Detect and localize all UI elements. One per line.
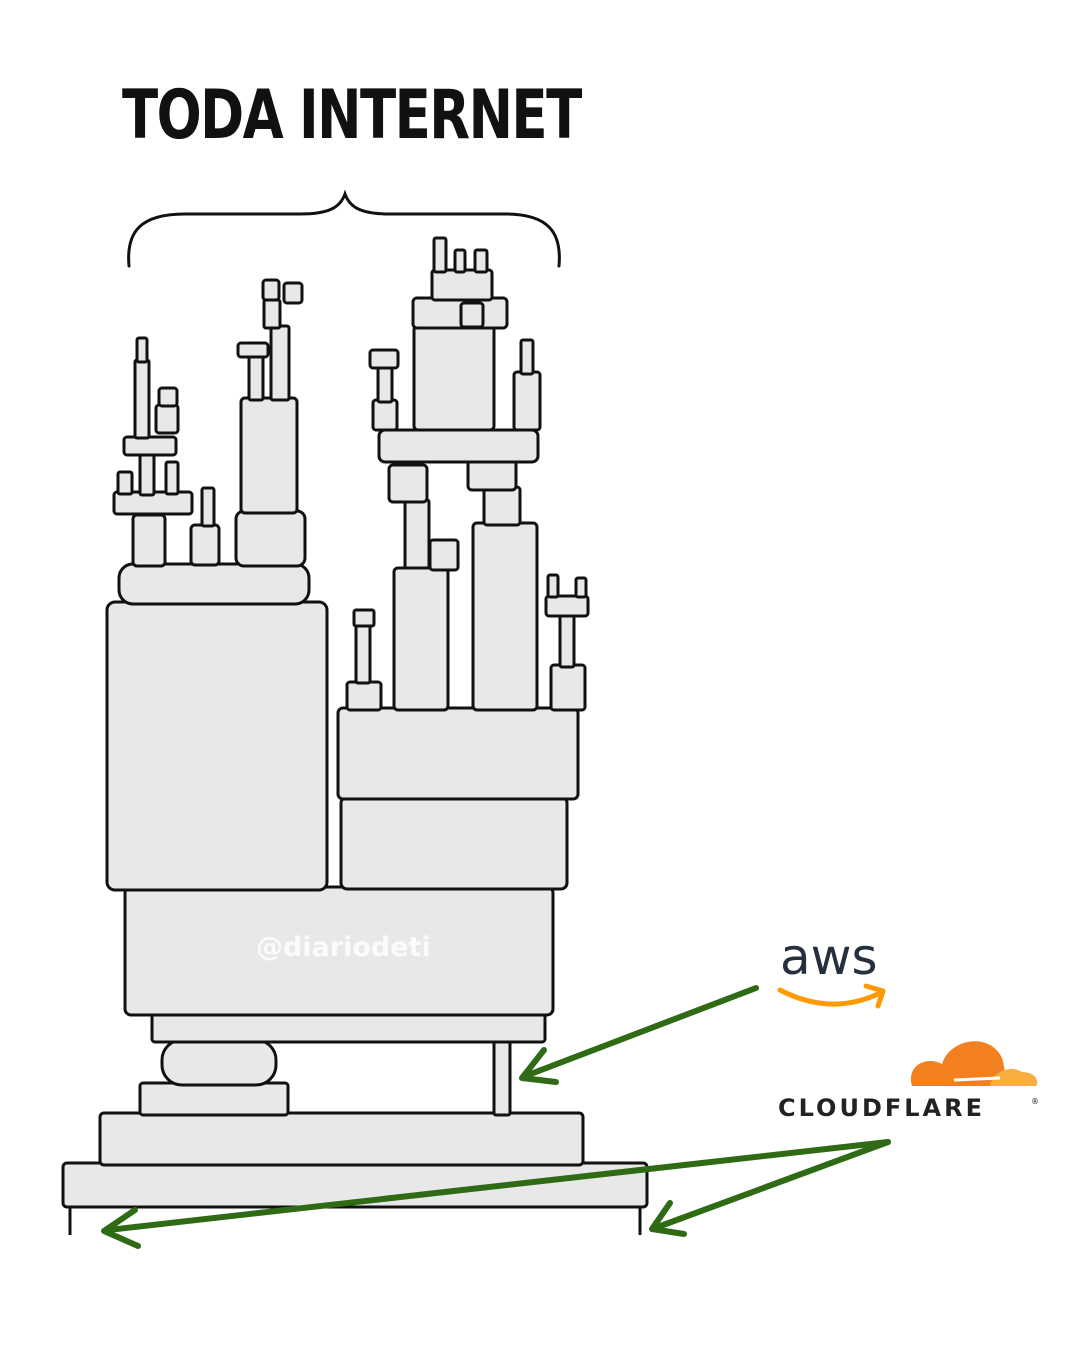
block-lower-beam — [150, 1011, 547, 1044]
block-base-slab — [98, 1111, 585, 1167]
block-right-cap-a — [432, 236, 448, 274]
block-right-tall-b — [471, 521, 539, 712]
block-tower — [61, 236, 649, 1235]
block-right-side-cap — [544, 594, 590, 618]
block-right-small-cube — [345, 680, 383, 712]
block-big-base — [123, 885, 555, 1017]
block-right-upper — [336, 706, 580, 801]
cloudflare-arrow-right-head — [649, 1200, 687, 1237]
block-right-cube-c — [387, 463, 429, 504]
block-left-small-a — [116, 470, 134, 496]
block-center-top-b — [282, 281, 304, 305]
curly-brace — [127, 189, 561, 268]
block-right-side-mast — [558, 613, 576, 669]
block-right-cap-b — [453, 248, 467, 274]
block-left-small-b — [164, 460, 180, 496]
block-right-tower-caps — [430, 268, 494, 302]
block-left-mast-tip — [135, 336, 149, 364]
block-right-left-post — [371, 398, 399, 432]
block-left-leg-a — [131, 513, 167, 568]
block-right-slim — [403, 498, 431, 570]
block-center-top-c — [261, 278, 281, 302]
block-right-box-top-sq — [459, 301, 485, 329]
block-right-tower-top — [482, 485, 522, 527]
block-left-cube-a — [154, 403, 180, 435]
block-left-mast — [133, 358, 151, 440]
block-large-left — [105, 600, 329, 892]
block-right-left-post-top — [368, 348, 400, 370]
block-right-small-post — [354, 623, 372, 685]
block-left-cap — [117, 562, 311, 606]
cloudflare-registered-mark: ® — [1031, 1097, 1039, 1106]
block-right-lower — [339, 795, 569, 891]
block-left-bar — [122, 435, 178, 457]
block-right-side-box-tip — [519, 338, 535, 376]
cloudflare-arrow-right-line — [652, 1139, 891, 1231]
aws-arrow-line — [525, 985, 759, 1078]
block-center-tower — [239, 396, 299, 515]
block-center-top-a — [262, 298, 282, 330]
page-title: TODA INTERNET — [122, 76, 582, 155]
arrows — [101, 985, 891, 1249]
block-right-small-top — [352, 608, 376, 628]
block-right-pedestal — [466, 458, 518, 492]
watermark: @diariodeti — [256, 932, 431, 963]
block-right-side-box — [512, 370, 542, 432]
block-right-side-tip-b — [574, 576, 588, 599]
block-left-post — [189, 523, 221, 567]
aws-logo-text: aws — [780, 928, 878, 986]
cloudflare-logo-text: CLOUDFLARE — [778, 1094, 985, 1122]
cloudflare-arrow-left-head — [101, 1207, 141, 1249]
block-center-cap — [236, 341, 270, 359]
block-center-drum — [234, 509, 307, 568]
block-right-tall-a — [392, 566, 450, 712]
block-right-square-a — [428, 538, 460, 572]
aws-arrowhead — [519, 1047, 559, 1085]
block-right-cap-c — [473, 248, 489, 274]
block-left-post-top — [200, 486, 216, 528]
block-left-tiny-post — [138, 453, 156, 497]
block-right-square-box — [412, 324, 496, 432]
block-right-side-tip-a — [546, 573, 560, 599]
block-small-step — [138, 1081, 290, 1117]
block-right-platform — [377, 428, 540, 464]
amazon-smile-arrow-icon — [777, 983, 886, 1009]
cloudflare-arrow-left-line — [105, 1139, 891, 1233]
block-center-post-b — [269, 324, 291, 402]
block-round-cushion — [160, 1038, 278, 1087]
block-left-cube-b — [157, 386, 179, 408]
block-center-post-a — [247, 353, 265, 402]
block-right-left-post-mid — [376, 366, 394, 404]
cloudflare-cloud-icon — [910, 1041, 1038, 1086]
block-right-side-post — [549, 663, 587, 712]
block-thin-pillar — [492, 1038, 512, 1117]
